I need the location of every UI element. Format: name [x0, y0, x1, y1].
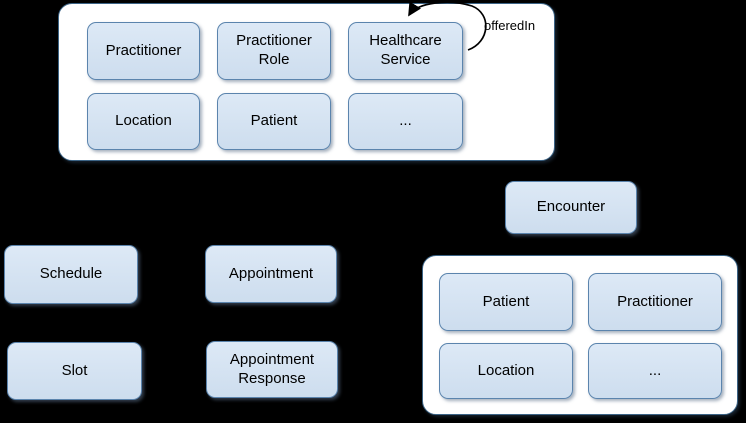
node-practitioner-role: Practitioner Role: [217, 22, 331, 80]
node-appointment: Appointment: [205, 245, 337, 303]
node-location-encounter: Location: [439, 343, 573, 399]
node-practitioner: Practitioner: [87, 22, 200, 80]
node-encounter: Encounter: [505, 181, 637, 234]
node-location: Location: [87, 93, 200, 150]
node-appointment-response: Appointment Response: [206, 341, 338, 398]
node-slot: Slot: [7, 342, 142, 400]
node-ellipsis-core: ...: [348, 93, 463, 150]
node-healthcare-service: Healthcare Service: [348, 22, 463, 80]
node-patient: Patient: [217, 93, 331, 150]
node-schedule: Schedule: [4, 245, 138, 304]
node-ellipsis-encounter: ...: [588, 343, 722, 399]
node-practitioner-encounter: Practitioner: [588, 273, 722, 331]
node-patient-encounter: Patient: [439, 273, 573, 331]
offeredin-label: offeredIn: [484, 18, 536, 33]
